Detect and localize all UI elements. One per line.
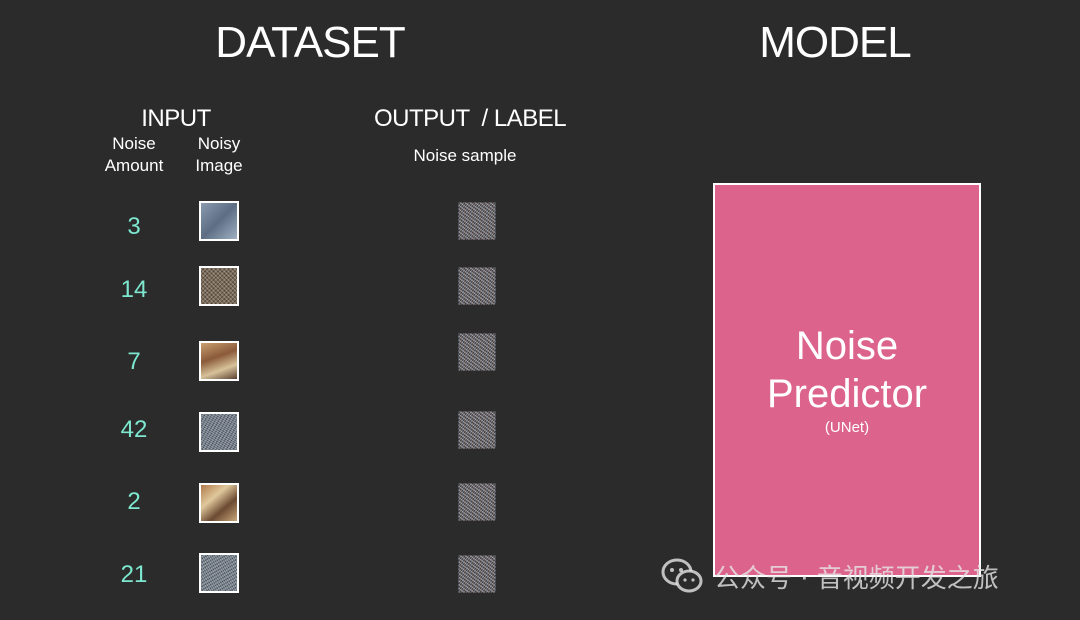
watermark-text: 公众号 · 音视频开发之旅 (714, 563, 999, 594)
model-architecture: (UNet) (824, 419, 870, 436)
dataset-title: DATASET (215, 18, 405, 67)
noisy-image-header: Noisy Image (195, 134, 243, 175)
noise-amount-value: 42 (120, 416, 148, 443)
noise-sample-thumbnail (458, 267, 496, 305)
watermark: 公众号 · 音视频开发之旅 (660, 556, 999, 596)
noisy-image-thumbnail (199, 483, 239, 523)
noise-amount-value: 7 (127, 348, 141, 375)
noise-amount-value: 21 (120, 561, 148, 588)
model-title: MODEL (759, 18, 911, 67)
noise-sample-thumbnail (458, 333, 496, 371)
noise-predictor-box (713, 183, 981, 577)
model-name-line1: Noise (795, 324, 899, 368)
wechat-icon (661, 558, 703, 593)
noise-sample-header: Noise sample (413, 146, 517, 165)
noise-sample-thumbnail (458, 411, 496, 449)
noise-amount-value: 2 (127, 488, 141, 515)
noise-amount-value: 14 (120, 276, 148, 303)
model-name-line2: Predictor (766, 372, 928, 416)
noise-amount-header: Noise Amount (104, 134, 164, 175)
noisy-image-thumbnail (199, 266, 239, 306)
noisy-image-thumbnail (199, 412, 239, 452)
noise-predictor-label: Noise Predictor (UNet) (767, 322, 927, 438)
noisy-image-thumbnail (199, 201, 239, 241)
noise-sample-thumbnail (458, 555, 496, 593)
input-heading: INPUT (141, 105, 211, 132)
noisy-image-thumbnail (199, 553, 239, 593)
noise-sample-thumbnail (458, 202, 496, 240)
noisy-image-thumbnail (199, 341, 239, 381)
noise-amount-value: 3 (127, 213, 141, 240)
output-heading: OUTPUT / LABEL (373, 105, 567, 132)
noise-sample-thumbnail (458, 483, 496, 521)
